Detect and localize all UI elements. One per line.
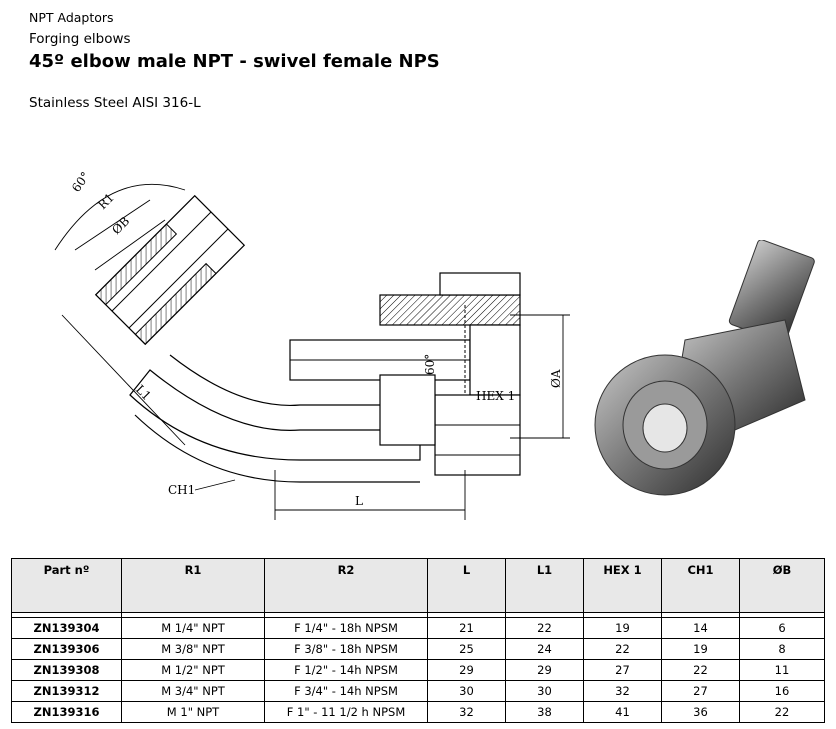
product-photo <box>594 240 815 496</box>
b-diameter-label: ØB <box>109 214 132 237</box>
product-title: 45º elbow male NPT - swivel female NPS <box>29 51 440 72</box>
col-header-ch1: CH1 <box>661 558 740 613</box>
table-cell: 22 <box>661 659 740 681</box>
table-cell: M 1/2" NPT <box>121 659 265 681</box>
table-cell: 8 <box>739 638 825 660</box>
a-diameter-label: ØA <box>549 369 563 388</box>
col-header-l: L <box>427 558 506 613</box>
table-row: ZN139306 M 3/8" NPT F 3/8" - 18h NPSM 25… <box>11 638 825 660</box>
col-header-b: ØB <box>739 558 825 613</box>
technical-drawing: 60° R1 ØB L1 CH1 60° HEX 1 ØA L <box>54 169 570 520</box>
table-cell: F 1/2" - 14h NPSM <box>264 659 428 681</box>
part-number-cell: ZN139308 <box>11 659 122 681</box>
table-cell: F 1/4" - 18h NPSM <box>264 617 428 639</box>
table-cell: M 3/8" NPT <box>121 638 265 660</box>
table-row: ZN139312 M 3/4" NPT F 3/4" - 14h NPSM 30… <box>11 680 825 702</box>
angle-seat-label: 60° <box>423 354 437 375</box>
table-cell: 19 <box>583 617 662 639</box>
table-cell: 29 <box>505 659 584 681</box>
table-header-row: Part nº R1 R2 L L1 HEX 1 CH1 ØB <box>11 558 825 613</box>
angle-top-label: 60° <box>69 169 93 194</box>
table-cell: 36 <box>661 701 740 723</box>
table-cell: M 1/4" NPT <box>121 617 265 639</box>
table-cell: 32 <box>427 701 506 723</box>
table-cell: 30 <box>427 680 506 702</box>
material-label: Stainless Steel AISI 316-L <box>29 95 201 111</box>
table-cell: 29 <box>427 659 506 681</box>
table-row: ZN139308 M 1/2" NPT F 1/2" - 14h NPSM 29… <box>11 659 825 681</box>
table-cell: 22 <box>583 638 662 660</box>
table-cell: 11 <box>739 659 825 681</box>
l-label: L <box>355 494 363 508</box>
table-cell: 21 <box>427 617 506 639</box>
part-number-cell: ZN139306 <box>11 638 122 660</box>
table-spacer-row <box>11 612 825 618</box>
table-cell: 41 <box>583 701 662 723</box>
table-cell: F 1" - 11 1/2 h NPSM <box>264 701 428 723</box>
specifications-table: Part nº R1 R2 L L1 HEX 1 CH1 ØB ZN139304… <box>11 558 825 723</box>
table-cell: F 3/8" - 18h NPSM <box>264 638 428 660</box>
swivel-nut <box>379 272 521 476</box>
subcategory-label: Forging elbows <box>29 31 131 47</box>
hex1-label: HEX 1 <box>476 389 515 403</box>
table-cell: 32 <box>583 680 662 702</box>
male-thread-end <box>94 194 246 346</box>
table-cell: 27 <box>583 659 662 681</box>
table-cell: 24 <box>505 638 584 660</box>
table-cell: 19 <box>661 638 740 660</box>
table-cell: 30 <box>505 680 584 702</box>
part-number-cell: ZN139312 <box>11 680 122 702</box>
table-cell: 27 <box>661 680 740 702</box>
col-header-r2: R2 <box>264 558 428 613</box>
table-cell: 25 <box>427 638 506 660</box>
col-header-r1: R1 <box>121 558 265 613</box>
col-header-part-no: Part nº <box>11 558 122 613</box>
table-cell: M 1" NPT <box>121 701 265 723</box>
table-row: ZN139316 M 1" NPT F 1" - 11 1/2 h NPSM 3… <box>11 701 825 723</box>
table-row: ZN139304 M 1/4" NPT F 1/4" - 18h NPSM 21… <box>11 617 825 639</box>
ch1-label: CH1 <box>168 483 195 497</box>
table-cell: 22 <box>505 617 584 639</box>
table-cell: 6 <box>739 617 825 639</box>
elbow-body <box>129 369 421 461</box>
category-label: NPT Adaptors <box>29 10 114 25</box>
r1-label: R1 <box>95 190 117 212</box>
part-number-cell: ZN139304 <box>11 617 122 639</box>
table-cell: F 3/4" - 14h NPSM <box>264 680 428 702</box>
table-cell: 38 <box>505 701 584 723</box>
col-header-l1: L1 <box>505 558 584 613</box>
part-number-cell: ZN139316 <box>11 701 122 723</box>
col-header-hex1: HEX 1 <box>583 558 662 613</box>
table-cell: 16 <box>739 680 825 702</box>
table-cell: 22 <box>739 701 825 723</box>
table-cell: M 3/4" NPT <box>121 680 265 702</box>
table-cell: 14 <box>661 617 740 639</box>
dimension-lines <box>54 183 570 520</box>
